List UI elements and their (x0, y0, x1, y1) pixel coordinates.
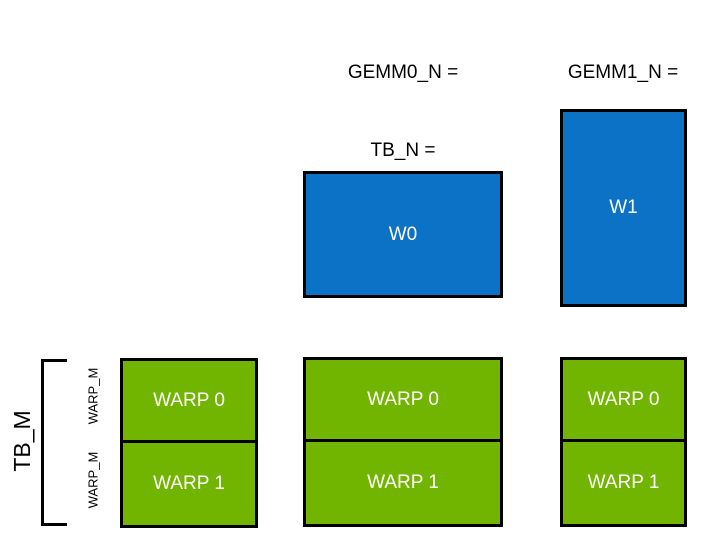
blue-block-w1: W1 (560, 109, 687, 307)
warp-column-3: WARP 0 WARP 1 (560, 357, 687, 527)
column-header-gemm0-line1: GEMM0_N = (347, 62, 459, 83)
tb-m-bracket (41, 359, 67, 526)
warp-column-2-top-label: WARP 0 (367, 388, 439, 410)
blue-block-w0-label: W0 (388, 223, 418, 245)
warp-column-1-cell-bottom: WARP 1 (123, 443, 255, 525)
tb-m-label-text: TB_M (8, 410, 35, 472)
warp-column-1-bottom-label: WARP 1 (153, 473, 225, 494)
warp-column-1: WARP 0 WARP 1 (120, 358, 258, 528)
warp-column-3-cell-top: WARP 0 (563, 360, 684, 442)
warp-column-3-bottom-label: WARP 1 (587, 472, 660, 493)
warp-column-3-top-label: WARP 0 (587, 388, 660, 410)
warp-column-2-bottom-label: WARP 1 (367, 472, 439, 493)
column-header-gemm0-line2: TB_N = (370, 140, 436, 161)
warp-column-3-cell-bottom: WARP 1 (563, 442, 684, 524)
warp-column-1-cell-top: WARP 0 (123, 361, 255, 443)
warp-column-1-top-label: WARP 0 (153, 389, 225, 411)
warp-m-label-bottom-text: WARP_M (85, 451, 100, 509)
column-header-gemm1-line1: GEMM1_N = (567, 62, 679, 83)
warp-column-2-cell-bottom: WARP 1 (306, 442, 500, 524)
warp-m-label-top: WARP_M (85, 359, 101, 434)
warp-m-label-bottom: WARP_M (85, 443, 101, 518)
warp-m-label-top-text: WARP_M (85, 367, 100, 425)
warp-column-2-cell-top: WARP 0 (306, 360, 500, 442)
blue-block-w1-label: W1 (609, 197, 638, 218)
warp-column-2: WARP 0 WARP 1 (303, 357, 503, 527)
tb-m-label: TB_M (9, 391, 35, 491)
blue-block-w0: W0 (303, 171, 503, 298)
